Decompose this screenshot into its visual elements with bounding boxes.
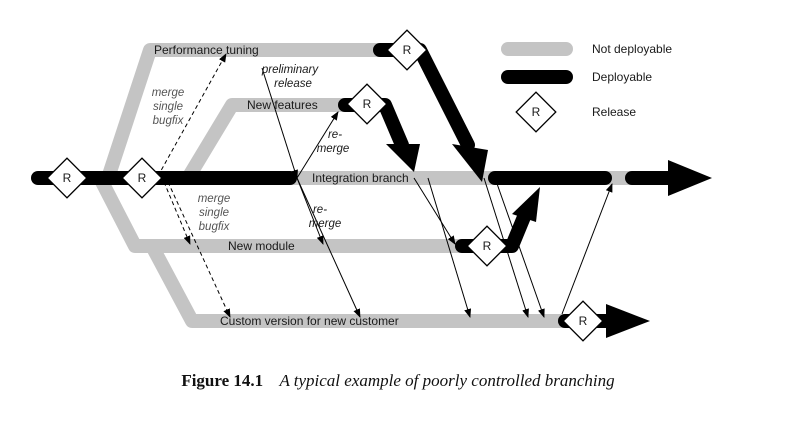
release-marker: R <box>386 29 428 71</box>
label-performance-tuning: Performance tuning <box>154 43 259 57</box>
legend-release-marker: R <box>515 91 557 133</box>
legend-release-marker-label: R <box>532 105 541 119</box>
dashed-bugfix-to-performance <box>157 53 227 177</box>
release-marker: R <box>121 157 163 199</box>
arrow-preliminary-release <box>261 67 298 179</box>
annotation-merge-single-bugfix-bottom: merge single bugfix <box>198 193 231 233</box>
svg-text:merge: merge <box>317 143 350 155</box>
branch-custom-version <box>145 239 572 328</box>
release-marker-label: R <box>579 314 588 328</box>
svg-text:merge: merge <box>198 193 231 205</box>
arrow-re-merge-down <box>296 177 324 245</box>
figure-number: Figure 14.1 <box>181 371 264 390</box>
arrow-to-customer-c <box>494 177 545 318</box>
svg-text:re-: re- <box>313 204 327 216</box>
svg-text:re-: re- <box>328 129 342 141</box>
release-marker-label: R <box>63 171 72 185</box>
branch-new-features <box>181 98 352 185</box>
figure-caption-text: A typical example of poorly controlled b… <box>279 371 615 390</box>
annotation-merge-single-bugfix-top: merge single bugfix <box>152 87 185 127</box>
arrowhead-module-merge <box>512 187 540 222</box>
label-integration-branch: Integration branch <box>312 171 409 185</box>
svg-text:single: single <box>153 101 183 113</box>
legend: Not deployable Deployable R Release <box>501 42 672 133</box>
svg-text:merge: merge <box>309 218 342 230</box>
arrow-customer-to-integration <box>561 183 613 315</box>
legend-label-release: Release <box>592 105 636 119</box>
dashed-bugfix-to-module <box>163 181 191 245</box>
arrow-to-module-a <box>413 177 456 245</box>
svg-text:release: release <box>274 78 312 90</box>
annotation-preliminary-release: preliminary release <box>261 64 319 90</box>
svg-text:bugfix: bugfix <box>153 115 185 127</box>
arrowhead-customer-end <box>606 304 650 338</box>
label-custom-version: Custom version for new customer <box>220 314 399 328</box>
release-marker-label: R <box>363 97 372 111</box>
branch-performance-tuning <box>101 43 392 185</box>
branch-new-module <box>93 171 472 253</box>
arrowhead-integration-end <box>668 160 712 196</box>
figure-caption: Figure 14.1 A typical example of poorly … <box>0 371 796 391</box>
release-marker: R <box>346 83 388 125</box>
svg-text:preliminary: preliminary <box>261 64 319 76</box>
svg-text:bugfix: bugfix <box>199 221 231 233</box>
svg-text:single: single <box>199 207 229 219</box>
release-marker-label: R <box>403 43 412 57</box>
legend-label-not-deployable: Not deployable <box>592 42 672 56</box>
label-new-module: New module <box>228 239 295 253</box>
annotation-re-merge-bottom: re- merge <box>309 204 342 230</box>
arrow-re-merge-up <box>296 111 339 179</box>
release-marker-label: R <box>138 171 147 185</box>
arrow-to-customer-a <box>427 177 472 318</box>
svg-text:merge: merge <box>152 87 185 99</box>
label-new-features: New features <box>247 98 318 112</box>
dashed-bugfix-to-customer <box>167 181 231 318</box>
release-marker: R <box>562 300 604 342</box>
arrowhead-features-merge <box>386 144 420 172</box>
arrowhead-performance-merge <box>452 144 488 182</box>
annotation-re-merge-top: re- merge <box>317 129 350 155</box>
release-marker: R <box>466 225 508 267</box>
release-marker: R <box>46 157 88 199</box>
release-marker-label: R <box>483 239 492 253</box>
legend-label-deployable: Deployable <box>592 70 652 84</box>
arrow-integration-to-customer <box>296 177 361 318</box>
